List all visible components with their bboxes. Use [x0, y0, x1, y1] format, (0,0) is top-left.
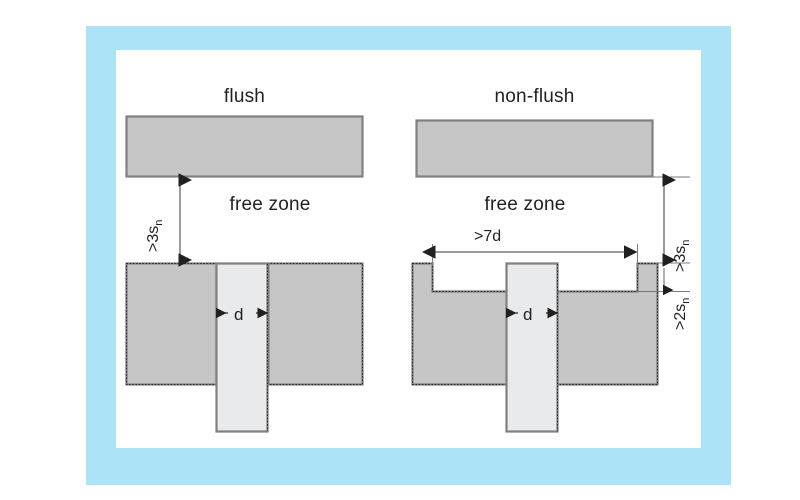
clearance-label-flush-subscript: n [153, 219, 166, 226]
free-zone-label-non-flush: free zone [484, 194, 566, 215]
panel-flush [125, 115, 364, 433]
recess-depth-label-text: >2s [672, 303, 689, 330]
nonflush-recess-outline [411, 262, 659, 386]
free-zone-label-flush: free zone [229, 194, 311, 215]
panel-non-flush [411, 119, 690, 433]
sensor-diameter-label-non-flush: d [523, 305, 533, 324]
flush-sensor-body [215, 262, 269, 433]
clearance-label-flush: >3sn [145, 220, 165, 252]
recess-depth-label-subscript: n [680, 297, 693, 304]
recess-width-label: >7d [474, 228, 502, 245]
clearance-label-non-flush: >3sn [672, 240, 692, 272]
panel-title-flush: flush [223, 86, 266, 107]
flush-mounting-block-left [125, 262, 218, 386]
nonflush-target-block [415, 119, 654, 178]
sensor-diameter-label-flush: d [234, 305, 244, 324]
nonflush-sensor-body [505, 262, 559, 433]
clearance-label-non-flush-text: >3s [672, 245, 689, 272]
panel-title-non-flush: non-flush [494, 86, 575, 107]
clearance-label-non-flush-subscript: n [680, 239, 693, 246]
flush-mounting-block-right [267, 262, 364, 386]
flush-target-block [125, 115, 364, 178]
recess-depth-label: >2sn [672, 298, 692, 330]
clearance-label-flush-text: >3s [145, 225, 162, 252]
